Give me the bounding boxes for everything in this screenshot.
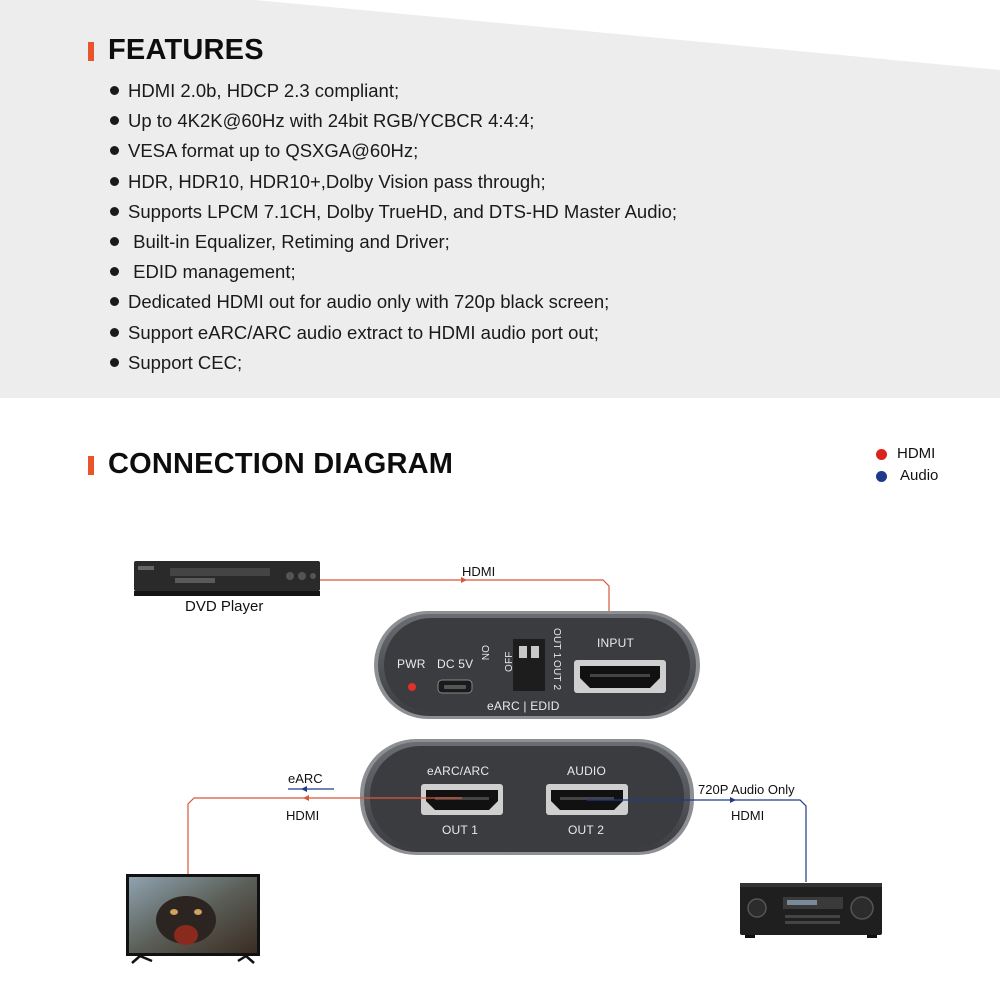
audio-line-receiver <box>587 799 807 882</box>
out2-port-label: OUT 2 <box>568 823 605 837</box>
legend-hdmi-label: HDMI <box>897 445 936 462</box>
feature-item: Up to 4K2K@60Hz with 24bit RGB/YCBCR 4:4… <box>108 106 677 136</box>
earc-label: eARC <box>288 771 323 786</box>
out1-switch-label: OUT 1 <box>551 628 562 659</box>
tv-icon <box>126 874 260 964</box>
feature-item: Support eARC/ARC audio extract to HDMI a… <box>108 318 677 348</box>
input-label: INPUT <box>597 636 634 650</box>
audio-port-label: AUDIO <box>567 764 607 778</box>
features-list: HDMI 2.0b, HDCP 2.3 compliant; Up to 4K2… <box>108 76 677 378</box>
bullet-icon <box>110 327 119 337</box>
bullet-icon <box>110 206 119 216</box>
features-background <box>0 0 1000 398</box>
dip-switch-icon <box>513 639 545 691</box>
arrow-right-icon <box>730 797 736 803</box>
power-led-icon <box>408 683 416 691</box>
bullet-icon <box>110 176 119 186</box>
extractor-top-view <box>374 611 700 719</box>
bullet-icon <box>110 86 119 95</box>
out1-port-label: OUT 1 <box>442 823 479 837</box>
hdmi-line-tv <box>187 797 462 875</box>
extractor-front-view <box>360 739 694 855</box>
out2-switch-label: OUT 2 <box>551 660 562 691</box>
features-accent-bar <box>88 42 94 61</box>
dvd-player-label: DVD Player <box>185 598 264 615</box>
on-label: ON <box>479 645 490 661</box>
legend-hdmi-dot <box>876 449 887 460</box>
bullet-icon <box>110 267 119 277</box>
bullet-icon <box>110 116 119 126</box>
bullet-icon <box>110 297 119 307</box>
bullet-icon <box>110 236 119 246</box>
dc-label: DC 5V <box>437 657 474 671</box>
feature-item: EDID management; <box>108 257 677 287</box>
feature-item: Dedicated HDMI out for audio only with 7… <box>108 287 677 317</box>
audio-only-label: 720P Audio Only <box>698 782 795 797</box>
feature-item: Support CEC; <box>108 348 677 378</box>
legend-audio-label: Audio <box>900 467 939 484</box>
arrow-left-icon <box>301 786 307 792</box>
hdmi-left-label: HDMI <box>286 808 320 823</box>
pwr-label: PWR <box>397 657 426 671</box>
hdmi-right-label: HDMI <box>731 808 765 823</box>
feature-item: HDMI 2.0b, HDCP 2.3 compliant; <box>108 76 677 106</box>
arrow-right-icon <box>461 577 467 583</box>
off-label: OFF <box>504 651 515 672</box>
feature-item: VESA format up to QSXGA@60Hz; <box>108 136 677 166</box>
av-receiver-icon <box>740 883 882 938</box>
features-title: FEATURES <box>108 34 264 66</box>
dvd-player-icon <box>134 561 320 596</box>
earc-arc-label: eARC/ARC <box>427 764 490 778</box>
feature-item: Supports LPCM 7.1CH, Dolby TrueHD, and D… <box>108 197 677 227</box>
features-white-wedge <box>255 0 1000 70</box>
arrow-left-icon <box>303 795 309 801</box>
bullet-icon <box>110 357 119 367</box>
diagram-title: CONNECTION DIAGRAM <box>108 448 454 480</box>
feature-item: Built-in Equalizer, Retiming and Driver; <box>108 227 677 257</box>
legend-audio-dot <box>876 471 887 482</box>
diagram-accent-bar <box>88 456 94 475</box>
earc-edid-label: eARC | EDID <box>487 699 560 713</box>
hdmi-top-label: HDMI <box>462 564 496 579</box>
feature-item: HDR, HDR10, HDR10+,Dolby Vision pass thr… <box>108 167 677 197</box>
bullet-icon <box>110 146 119 156</box>
